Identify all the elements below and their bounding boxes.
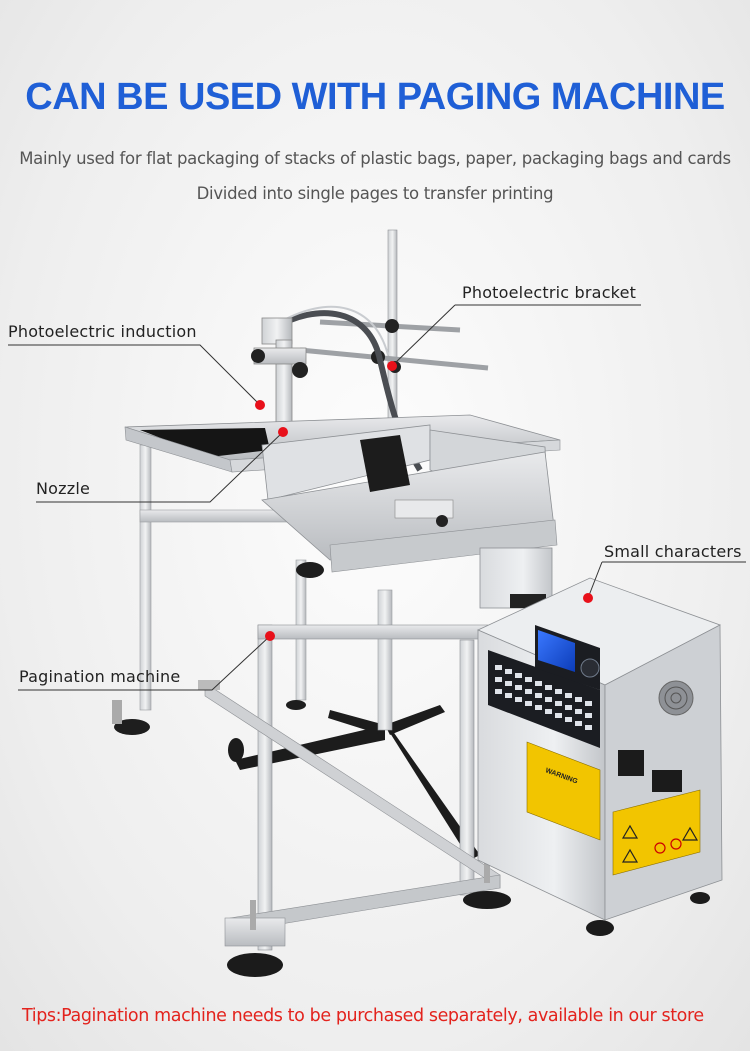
marker-small-characters bbox=[583, 593, 593, 603]
pagination-frame bbox=[198, 624, 511, 977]
callout-nozzle: Nozzle bbox=[36, 479, 91, 498]
subtitle-line-1: Mainly used for flat packaging of stacks… bbox=[19, 149, 731, 168]
machine-illustration: WARNING bbox=[8, 229, 746, 977]
marker-pagination-machine bbox=[265, 631, 275, 641]
callout-photoelectric-bracket: Photoelectric bracket bbox=[462, 283, 637, 302]
inkjet-printer-cabinet: WARNING bbox=[477, 577, 723, 936]
purchase-tip: Tips:Pagination machine needs to be purc… bbox=[22, 1006, 704, 1026]
page-title: CAN BE USED WITH PAGING MACHINE bbox=[25, 76, 725, 118]
callout-photoelectric-induction: Photoelectric induction bbox=[8, 322, 197, 341]
callout-small-characters: Small characters bbox=[604, 542, 742, 561]
photoelectric-bracket-rig bbox=[299, 229, 489, 421]
conveyor-table bbox=[124, 414, 561, 609]
callout-pagination-machine: Pagination machine bbox=[19, 667, 181, 686]
marker-nozzle bbox=[278, 427, 288, 437]
photoelectric-sensor bbox=[251, 317, 308, 436]
marker-photoelectric-induction bbox=[255, 400, 265, 410]
callout-markers bbox=[255, 361, 593, 641]
subtitle-line-2: Divided into single pages to transfer pr… bbox=[196, 184, 554, 203]
stand-star-base bbox=[228, 589, 480, 860]
marker-photoelectric-bracket bbox=[387, 361, 397, 371]
callout-leaders bbox=[8, 304, 746, 691]
